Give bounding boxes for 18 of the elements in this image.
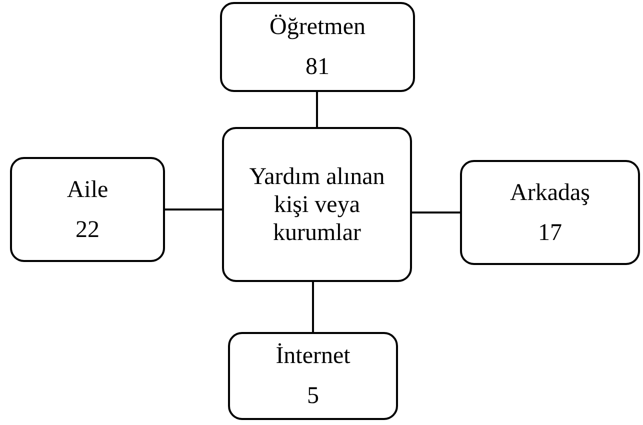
node-text: 5 bbox=[307, 382, 319, 410]
node-text: Arkadaş bbox=[510, 178, 590, 206]
rounded-box bbox=[10, 157, 165, 262]
rounded-box bbox=[220, 2, 415, 92]
rounded-box bbox=[228, 332, 398, 420]
node-text: Aile bbox=[66, 176, 108, 204]
node-text: Yardım alınan kişi veya kurumlar bbox=[248, 162, 386, 246]
node-text: İnternet bbox=[276, 342, 350, 370]
rounded-box bbox=[460, 160, 640, 265]
rounded-box bbox=[222, 127, 412, 282]
connector-line bbox=[412, 212, 460, 214]
node-text: 22 bbox=[76, 216, 100, 244]
connector-line bbox=[312, 282, 314, 332]
node-text: 81 bbox=[306, 53, 330, 81]
connector-line bbox=[316, 92, 318, 127]
node-text: Öğretmen bbox=[270, 13, 366, 41]
connector-line bbox=[165, 208, 222, 210]
node-text: 17 bbox=[538, 218, 562, 246]
